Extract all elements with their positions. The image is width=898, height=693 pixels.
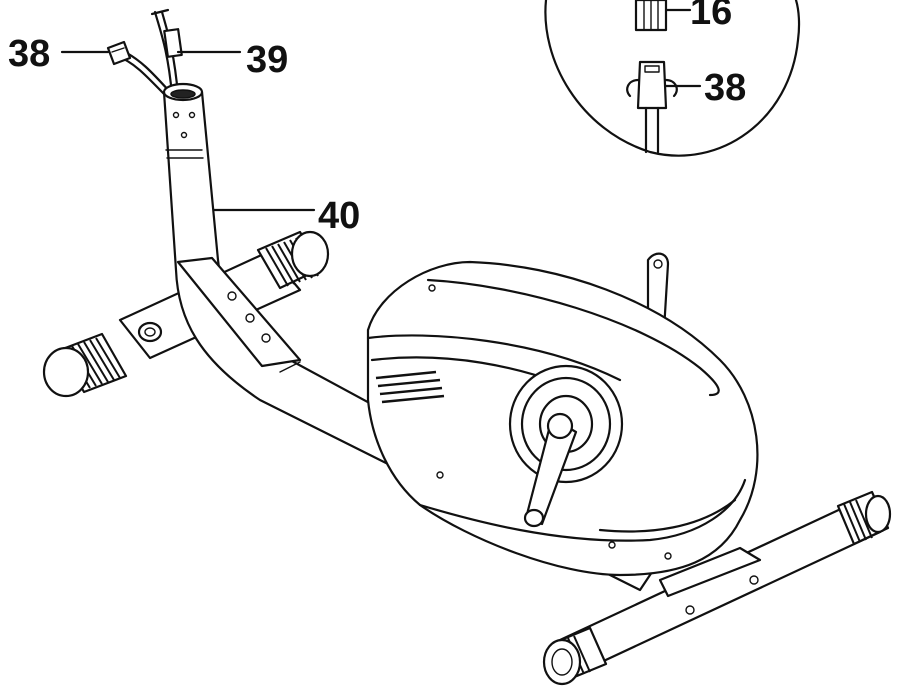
callout-16-inset: 16 xyxy=(690,0,732,33)
front-end-cap-left xyxy=(542,626,608,686)
rear-end-cap-right xyxy=(256,230,330,290)
connector-38-drawing xyxy=(626,60,702,154)
rear-end-cap-left xyxy=(42,332,128,398)
leader-lines xyxy=(60,50,316,212)
crank-assembly xyxy=(508,364,624,528)
cable-assembly xyxy=(106,8,183,98)
callout-38-inset: 38 xyxy=(704,67,746,109)
shroud-vents xyxy=(375,370,445,404)
callout-38-left: 38 xyxy=(8,33,50,75)
connector-detail-inset xyxy=(544,0,801,157)
connector-16-drawing xyxy=(634,0,692,32)
callout-40: 40 xyxy=(318,195,360,237)
front-stabilizer xyxy=(542,490,892,686)
front-end-cap-right xyxy=(836,490,892,546)
callout-39: 39 xyxy=(246,39,288,81)
